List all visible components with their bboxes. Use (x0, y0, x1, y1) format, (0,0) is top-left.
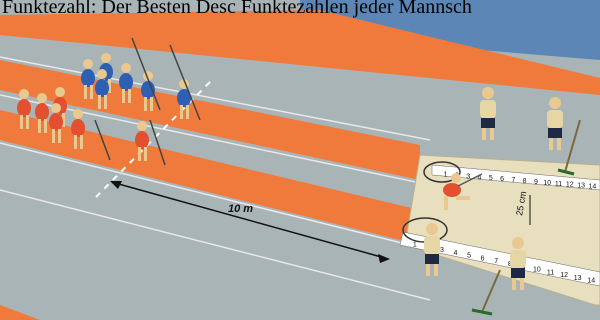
scale-number: 8 (523, 178, 527, 185)
scale-number: 14 (589, 184, 597, 191)
scale-number: 3 (466, 173, 470, 180)
scale-number: 6 (481, 255, 485, 262)
scale-number: 11 (547, 269, 554, 276)
caption-text: Funktezahl: Der Besten Desc Funktezahlen… (0, 0, 600, 18)
scale-number: 5 (467, 253, 471, 260)
scale-number: 5 (489, 175, 493, 182)
scale-number: 10 (533, 267, 541, 274)
scale-number: 13 (574, 275, 582, 282)
scale-number: 7 (511, 177, 515, 184)
scale-number: 1 (413, 241, 417, 248)
scale-number: 11 (555, 181, 562, 188)
scale-number: 12 (566, 182, 574, 189)
scale-number: 7 (494, 258, 498, 265)
distance-label: 10 m (228, 203, 253, 215)
scale-number: 6 (500, 176, 504, 183)
scale-number: 13 (577, 183, 585, 190)
scale-number: 12 (560, 272, 568, 279)
scale-number: 10 (543, 180, 551, 187)
scale-number: 9 (534, 179, 538, 186)
scale-number: 1 (444, 172, 448, 179)
scale-number: 4 (454, 250, 458, 257)
scale-number: 3 (440, 247, 444, 254)
scale-number: 14 (587, 278, 595, 285)
